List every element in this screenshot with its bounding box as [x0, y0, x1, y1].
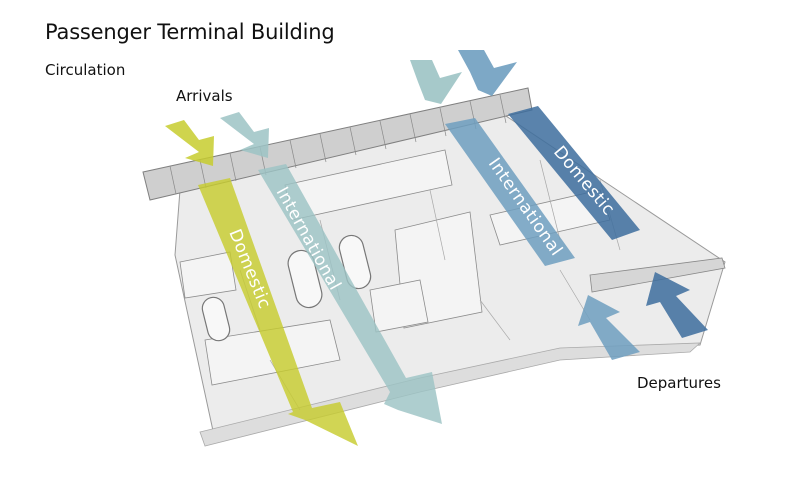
- carousel-1: [201, 296, 231, 342]
- page-subtitle: Circulation: [45, 61, 126, 79]
- departures-domestic-exit-arrow: [458, 50, 517, 96]
- departures-international-entry-arrow: [578, 295, 640, 360]
- arrivals-label: Arrivals: [176, 87, 233, 105]
- arrivals-domestic-entry-arrow: [165, 120, 214, 166]
- departures-domestic-entry-arrow: [646, 272, 708, 338]
- departures-label: Departures: [637, 374, 721, 392]
- block-west: [179, 251, 237, 299]
- departures-international-exit-arrow: [410, 60, 462, 104]
- arrivals-international-entry-arrow: [220, 112, 269, 158]
- carousel-2: [287, 249, 323, 309]
- ground-shadow: [199, 342, 702, 447]
- block-mid: [369, 279, 429, 333]
- terminal-blocks: [179, 149, 611, 386]
- page-title: Passenger Terminal Building: [45, 20, 335, 44]
